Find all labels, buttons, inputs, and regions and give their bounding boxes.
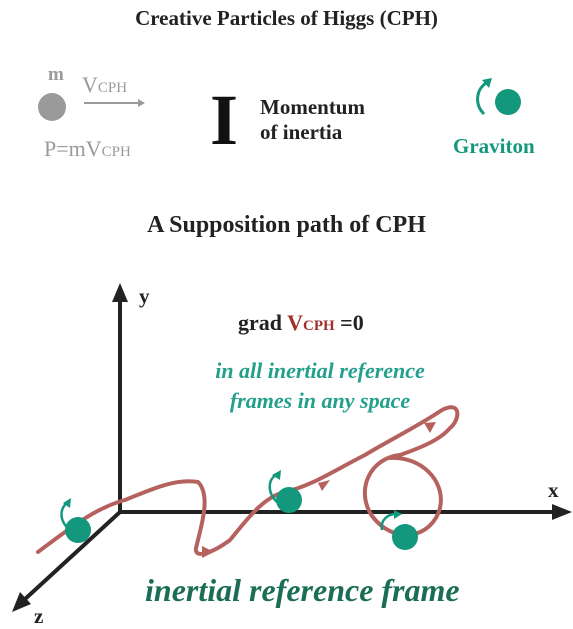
frames-note: in all inertial reference frames in any … — [150, 356, 490, 416]
graviton-icon — [380, 510, 418, 550]
velocity-subscript: CPH — [97, 80, 128, 96]
mass-symbol: m — [48, 64, 64, 85]
path-arrow-icon — [202, 546, 214, 558]
gradient-subscript: CPH — [303, 318, 335, 334]
gradient-symbol: V — [287, 310, 303, 335]
gradient-prefix: grad — [238, 310, 282, 335]
x-axis-label: x — [548, 478, 559, 502]
path-arrow-icon — [318, 480, 330, 491]
inertia-label-line2: of inertia — [260, 120, 343, 144]
diagram-subtitle: A Supposition path of CPH — [147, 212, 426, 238]
gradient-suffix: =0 — [340, 310, 364, 335]
velocity-label: VCPH — [82, 72, 127, 98]
z-axis-label: z — [34, 604, 44, 628]
y-axis-arrow-icon — [112, 283, 128, 302]
page-title: Creative Particles of Higgs (CPH) — [135, 6, 438, 30]
graviton-icon — [268, 470, 302, 513]
particle-ball-icon — [38, 93, 66, 121]
velocity-arrow-icon — [84, 99, 145, 107]
gradient-condition: grad VCPH =0 — [238, 310, 364, 336]
inertia-label-line1: Momentum — [260, 95, 365, 119]
frame-caption: inertial reference frame — [145, 572, 460, 608]
velocity-symbol: V — [82, 72, 98, 97]
frames-note-line1: in all inertial reference — [215, 358, 425, 383]
path-arrow-icon — [424, 422, 436, 433]
coordinate-axes — [22, 300, 555, 602]
graviton-icon — [476, 78, 521, 116]
graviton-icon — [60, 498, 91, 543]
cph-path — [36, 405, 460, 556]
momentum-formula: P=mVCPH — [44, 136, 131, 162]
momentum-subscript: CPH — [101, 144, 131, 160]
x-axis-arrow-icon — [552, 504, 572, 520]
inertia-label: Momentum of inertia — [260, 95, 365, 145]
z-axis — [22, 510, 122, 602]
z-axis-arrow-icon — [12, 592, 31, 612]
graviton-label: Graviton — [453, 134, 535, 158]
y-axis-label: y — [139, 284, 150, 308]
inertia-symbol: I — [210, 80, 239, 160]
momentum-formula-text: P=mV — [44, 136, 102, 161]
frames-note-line2: frames in any space — [229, 388, 411, 413]
